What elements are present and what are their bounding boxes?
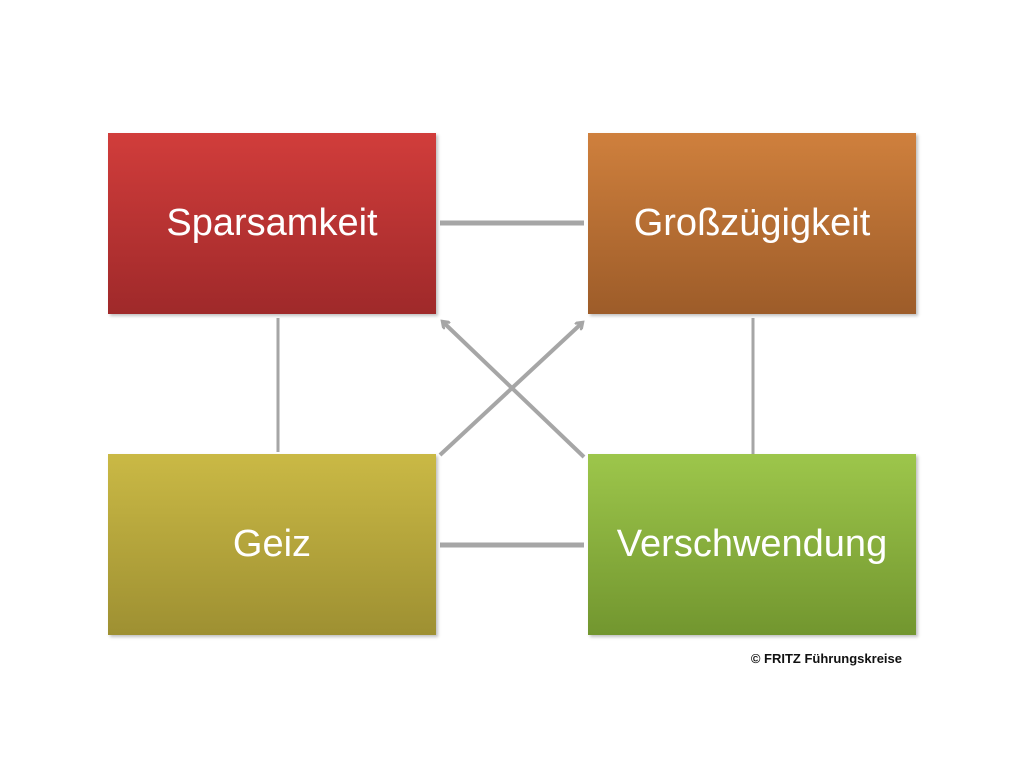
- node-label: Großzügigkeit: [633, 202, 871, 244]
- node-sparsamkeit: Sparsamkeit: [108, 133, 436, 314]
- arrow-verschwendung-to-sparsamkeit: [443, 322, 586, 459]
- node-label: Geiz: [232, 523, 312, 565]
- copyright-notice: © FRITZ Führungskreise: [750, 651, 902, 666]
- node-geiz: Geiz: [108, 454, 436, 635]
- node-label: Sparsamkeit: [166, 202, 378, 244]
- node-verschwendung: Verschwendung: [588, 454, 916, 635]
- node-grosszuegigkeit: Großzügigkeit: [588, 133, 916, 314]
- node-label: Verschwendung: [616, 523, 888, 565]
